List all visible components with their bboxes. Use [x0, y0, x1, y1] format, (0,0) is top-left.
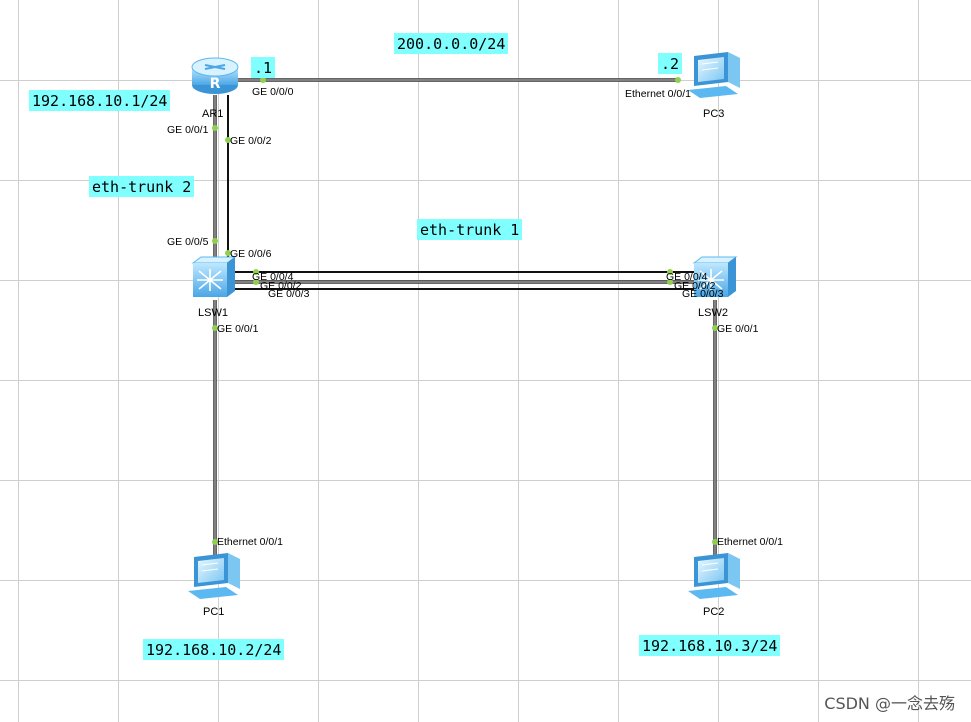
port-label: GE 0/0/4	[252, 271, 294, 283]
link-eth-trunk-2[interactable]	[213, 95, 229, 262]
port-label: Ethernet 0/0/1	[217, 536, 283, 548]
port-dot	[667, 269, 673, 275]
device-label-pc1: PC1	[203, 606, 225, 618]
device-label-pc2: PC2	[703, 606, 725, 618]
link-eth-trunk-1[interactable]	[232, 271, 700, 290]
svg-text:R: R	[210, 76, 221, 92]
device-label-lsw2: LSW2	[698, 307, 728, 319]
note-pc2-ip: 192.168.10.3/24	[639, 635, 781, 656]
pc-icon[interactable]	[688, 553, 740, 599]
port-label: GE 0/0/3	[682, 288, 724, 300]
port-label: GE 0/0/0	[252, 86, 294, 98]
port-label: Ethernet 0/0/1	[717, 536, 783, 548]
port-label: GE 0/0/2	[260, 280, 302, 292]
pc-icon[interactable]	[188, 553, 240, 599]
port-dot	[712, 325, 718, 331]
port-label: GE 0/0/4	[666, 271, 708, 283]
port-dot	[667, 279, 673, 285]
watermark: CSDN @一念去殇	[824, 694, 955, 713]
port-label: GE 0/0/5	[167, 236, 209, 248]
port-label: GE 0/0/3	[268, 288, 310, 300]
device-label-pc3: PC3	[703, 108, 725, 120]
note-wan-net: 200.0.0.0/24	[394, 33, 509, 54]
port-label: GE 0/0/6	[230, 248, 272, 260]
pc-icon[interactable]	[688, 52, 740, 98]
switch-icon[interactable]	[692, 256, 738, 297]
port-dot	[225, 137, 231, 143]
note-pc1-ip: 192.168.10.2/24	[143, 639, 285, 660]
port-label: GE 0/0/1	[167, 124, 209, 136]
device-label-ar1: AR1	[202, 108, 224, 120]
switch-icon[interactable]	[191, 256, 237, 297]
port-dot	[225, 250, 231, 256]
port-dot	[253, 269, 259, 275]
port-label: GE 0/0/1	[217, 323, 259, 335]
port-dot	[212, 539, 218, 545]
port-dot	[212, 325, 218, 331]
port-label: GE 0/0/2	[674, 280, 716, 292]
port-dot	[675, 77, 681, 83]
port-dots	[212, 77, 718, 545]
device-label-lsw1: LSW1	[198, 307, 228, 319]
port-dot	[212, 125, 218, 131]
port-label: GE 0/0/1	[717, 323, 759, 335]
note-trunk1: eth-trunk 1	[417, 219, 523, 240]
port-dot	[212, 238, 218, 244]
note-ar1-ip: 192.168.10.1/24	[29, 90, 171, 111]
note-pc3-wan-suffix: .2	[658, 53, 683, 74]
port-dot	[712, 539, 718, 545]
note-ar1-wan-suffix: .1	[251, 57, 276, 78]
port-dot	[260, 77, 266, 83]
port-dot	[253, 279, 259, 285]
port-label: GE 0/0/2	[230, 135, 272, 147]
note-trunk2: eth-trunk 2	[89, 176, 195, 197]
port-label: Ethernet 0/0/1	[625, 88, 691, 100]
router-icon[interactable]: R	[191, 57, 239, 94]
